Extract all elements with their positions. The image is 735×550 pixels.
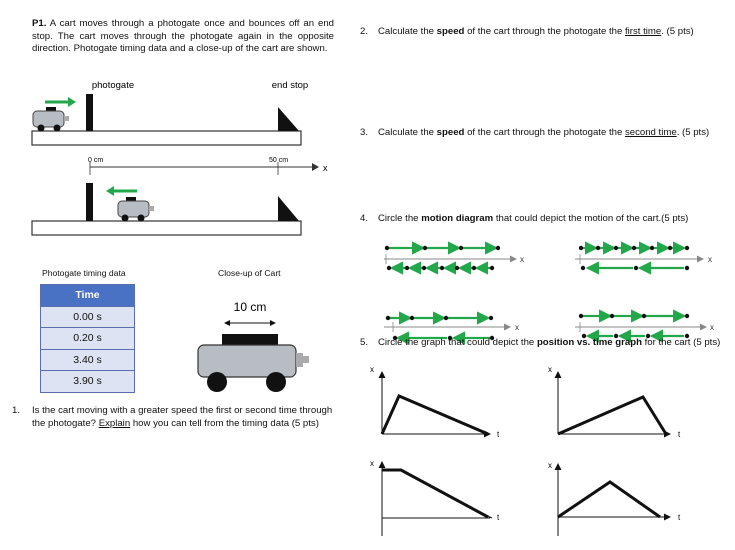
question-number: 2.: [360, 26, 369, 37]
q5-bold: position vs. time graph: [536, 337, 642, 348]
photogate-label: photogate: [92, 80, 134, 91]
position-time-graphs: x t x t x t x t: [370, 365, 681, 536]
q5-text-b: for the cart (5 pts): [641, 337, 721, 348]
graph-d[interactable]: x t: [548, 461, 681, 536]
axis-t-label: t: [497, 430, 500, 439]
dimension-arrow-icon: [224, 320, 276, 326]
question-number: 1.: [12, 405, 21, 416]
axis-y-label: x: [548, 365, 552, 374]
q1-text-b: how you can tell from the timing data (5…: [130, 417, 319, 429]
timing-row: 3.40 s: [40, 348, 135, 371]
cart-wheel: [266, 372, 286, 392]
graph-b[interactable]: x t: [548, 365, 681, 439]
q3-text-b: of the cart through the photogate the: [464, 127, 625, 138]
q2-text-a: Calculate the: [378, 26, 437, 37]
axis-label: x: [710, 323, 714, 332]
cart-dimension-label: 10 cm: [234, 300, 267, 314]
end-stop-bottom: [278, 196, 299, 221]
cart-wheel: [207, 372, 227, 392]
axis-x-label: x: [323, 163, 328, 173]
axis-fifty-label: 50 cm: [269, 157, 288, 164]
closeup-caption: Close-up of Cart: [218, 268, 281, 278]
photogate-top: [86, 94, 93, 131]
motion-diagrams: x x x: [384, 241, 714, 345]
timing-row: 3.90 s: [40, 370, 135, 393]
question-number: 5.: [360, 337, 369, 348]
x-axis: [89, 162, 319, 175]
cart-bottom: [117, 197, 154, 222]
timing-row: 0.00 s: [40, 305, 135, 328]
motion-diagram-a[interactable]: x: [384, 241, 524, 275]
motion-diagram-d[interactable]: x: [575, 309, 714, 343]
q2-underline: first time: [624, 26, 662, 37]
cart-top-block: [222, 334, 278, 346]
intro-text: A cart moves through a photogate once an…: [32, 18, 334, 54]
cart-body: [197, 344, 297, 378]
end-stop-label: end stop: [272, 80, 308, 91]
axis-y-label: x: [548, 461, 552, 470]
timing-caption: Photogate timing data: [42, 268, 126, 278]
q4-text-a: Circle the: [378, 213, 422, 224]
axis-y-label: x: [370, 459, 374, 468]
q4-bold: motion diagram: [421, 213, 494, 224]
q2-text-c: . (5 pts): [661, 26, 694, 37]
q2-text-b: of the cart through the photogate the: [464, 26, 625, 37]
motion-diagram-b[interactable]: x: [575, 241, 712, 275]
q3-text-a: Calculate the: [378, 127, 437, 138]
arrow-left-icon: [106, 186, 137, 196]
track-top: [31, 130, 302, 146]
q3-underline: second time: [624, 127, 677, 138]
axis-t-label: t: [678, 513, 681, 522]
question-1: 1. Is the cart moving with a greater spe…: [12, 405, 342, 430]
motion-diagram-c[interactable]: x: [384, 311, 519, 345]
axis-t-label: t: [497, 513, 500, 522]
q1-text-a: Is the cart moving with a greater speed …: [32, 405, 333, 429]
photogate-bottom: [86, 183, 93, 221]
graph-a[interactable]: x t: [370, 365, 500, 439]
question-number: 4.: [360, 213, 369, 224]
cart-bumper: [296, 353, 303, 367]
q3-bold: speed: [436, 127, 465, 138]
axis-label: x: [515, 323, 519, 332]
q5-text-a: Circle the graph that could depict the: [378, 337, 537, 348]
arrow-right-icon: [45, 97, 76, 107]
axis-label: x: [708, 255, 712, 264]
cart-closeup: 10 cm: [197, 300, 309, 392]
track-bottom: [31, 220, 302, 236]
track-diagram: photogate end stop 0 cm 50 cm x: [31, 80, 328, 236]
problem-label: P1.: [32, 18, 47, 29]
cart-top: [32, 107, 69, 132]
q4-text-b: that could depict the motion of the cart…: [493, 213, 689, 224]
timing-row: 0.20 s: [40, 327, 135, 350]
intro-paragraph: P1. A cart moves through a photogate onc…: [32, 18, 334, 56]
axis-zero-label: 0 cm: [88, 157, 103, 164]
axis-y-label: x: [370, 365, 374, 374]
timing-table: Time 0.00 s 0.20 s 3.40 s 3.90 s: [40, 284, 135, 393]
timing-header: Time: [40, 284, 135, 307]
q1-underline: Explain: [98, 417, 131, 429]
q3-text-c: . (5 pts): [676, 127, 710, 138]
question-3: 3. Calculate the speed of the cart throug…: [360, 127, 725, 140]
graph-c[interactable]: x t: [370, 459, 500, 536]
question-number: 3.: [360, 127, 369, 138]
question-4: 4. Circle the motion diagram that could d…: [360, 213, 725, 226]
axis-t-label: t: [678, 430, 681, 439]
end-stop-top: [278, 107, 299, 131]
q2-bold: speed: [436, 26, 465, 37]
axis-label: x: [520, 255, 524, 264]
question-5: 5. Circle the graph that could depict the…: [360, 337, 725, 350]
question-2: 2. Calculate the speed of the cart throug…: [360, 26, 725, 39]
